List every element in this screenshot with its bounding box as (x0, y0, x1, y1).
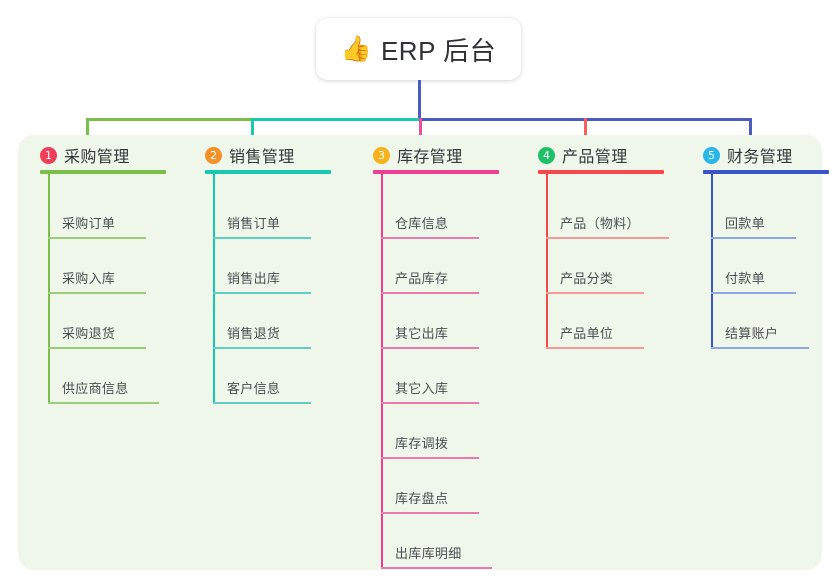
column-title-finance: 财务管理 (727, 149, 793, 166)
column-header-sales[interactable]: 2 销售管理 (205, 143, 295, 167)
page-title: ERP 后台 (380, 35, 497, 66)
menu-item-label: 结算账户 (725, 326, 779, 341)
column-header-finance[interactable]: 5 财务管理 (703, 143, 793, 167)
column-title-procurement: 采购管理 (64, 149, 130, 166)
menu-item-underline (381, 567, 492, 569)
column-stem-sales (213, 172, 215, 404)
menu-item-label: 销售订单 (227, 216, 281, 231)
menu-item[interactable]: 采购退货 (48, 303, 146, 349)
menu-item[interactable]: 仓库信息 (381, 193, 479, 239)
menu-item-label: 销售出库 (227, 271, 281, 286)
menu-item-underline (213, 402, 311, 404)
menu-item-underline (48, 292, 146, 294)
menu-item-underline (381, 457, 479, 459)
menu-item-underline (711, 237, 796, 239)
menu-item-underline (381, 402, 479, 404)
menu-item-label: 采购退货 (62, 326, 116, 341)
number-badge-1: 1 (40, 146, 57, 164)
menu-item-underline (213, 237, 311, 239)
menu-item-label: 仓库信息 (395, 216, 449, 231)
number-badge-4: 4 (538, 146, 555, 164)
column-header-procurement[interactable]: 1 采购管理 (40, 143, 130, 167)
menu-item[interactable]: 客户信息 (213, 358, 311, 404)
menu-item-label: 产品（物料） (560, 216, 640, 231)
column-title-sales: 销售管理 (229, 149, 295, 166)
modules-panel: 1 采购管理采购订单采购入库采购退货供应商信息 2 销售管理销售订单销售出库销售退货客… (18, 135, 829, 570)
menu-item-label: 库存盘点 (395, 491, 449, 506)
column-rule-product (538, 170, 664, 174)
menu-item-underline (381, 237, 479, 239)
menu-item-label: 回款单 (725, 216, 765, 231)
menu-item-underline (546, 347, 644, 349)
menu-item-underline (48, 347, 146, 349)
root-node-erp-backend[interactable]: 👍 ERP 后台 (316, 18, 521, 80)
column-header-product[interactable]: 4 产品管理 (538, 143, 628, 167)
menu-item-underline (48, 402, 159, 404)
menu-item[interactable]: 其它出库 (381, 303, 479, 349)
number-badge-3: 3 (373, 146, 390, 164)
menu-item-label: 采购订单 (62, 216, 116, 231)
trunk-line (418, 80, 421, 121)
menu-item-label: 客户信息 (227, 381, 281, 396)
menu-item[interactable]: 付款单 (711, 248, 796, 294)
menu-item[interactable]: 产品分类 (546, 248, 644, 294)
menu-item-label: 其它出库 (395, 326, 449, 341)
teal-segment (252, 118, 420, 121)
menu-item-underline (711, 292, 796, 294)
menu-item[interactable]: 回款单 (711, 193, 796, 239)
menu-item-underline (381, 347, 479, 349)
column-stem-product (546, 172, 548, 349)
menu-item[interactable]: 采购订单 (48, 193, 146, 239)
menu-item[interactable]: 库存盘点 (381, 468, 479, 514)
column-stem-procurement (48, 172, 50, 404)
column-stem-finance (711, 172, 713, 349)
menu-item[interactable]: 销售出库 (213, 248, 311, 294)
menu-item-underline (381, 292, 479, 294)
menu-item-label: 库存调拨 (395, 436, 449, 451)
menu-item-underline (546, 237, 669, 239)
menu-item-label: 采购入库 (62, 271, 116, 286)
menu-item-label: 付款单 (725, 271, 765, 286)
column-title-product: 产品管理 (562, 149, 628, 166)
column-header-inventory[interactable]: 3 库存管理 (373, 143, 463, 167)
menu-item-underline (48, 237, 146, 239)
menu-item-label: 产品单位 (560, 326, 614, 341)
menu-item[interactable]: 产品（物料） (546, 193, 669, 239)
number-badge-2: 2 (205, 146, 222, 164)
menu-item-label: 出库库明细 (395, 546, 462, 561)
column-rule-procurement (40, 170, 166, 174)
menu-item[interactable]: 出库库明细 (381, 523, 492, 569)
menu-item-underline (711, 347, 809, 349)
menu-item[interactable]: 销售退货 (213, 303, 311, 349)
menu-item-label: 销售退货 (227, 326, 281, 341)
menu-item[interactable]: 产品单位 (546, 303, 644, 349)
column-rule-finance (703, 170, 829, 174)
menu-item-label: 供应商信息 (62, 381, 129, 396)
menu-item-underline (213, 292, 311, 294)
menu-item[interactable]: 采购入库 (48, 248, 146, 294)
column-title-inventory: 库存管理 (397, 149, 463, 166)
menu-item[interactable]: 供应商信息 (48, 358, 159, 404)
menu-item-underline (213, 347, 311, 349)
menu-item[interactable]: 结算账户 (711, 303, 809, 349)
root-node-content: 👍 ERP 后台 (341, 31, 496, 68)
number-badge-5: 5 (703, 146, 720, 164)
menu-item[interactable]: 其它入库 (381, 358, 479, 404)
column-stem-inventory (381, 172, 383, 569)
menu-item[interactable]: 销售订单 (213, 193, 311, 239)
menu-item-underline (546, 292, 644, 294)
column-rule-sales (205, 170, 331, 174)
menu-item[interactable]: 产品库存 (381, 248, 479, 294)
green-segment (86, 118, 252, 121)
column-rule-inventory (373, 170, 499, 174)
menu-item-label: 产品分类 (560, 271, 614, 286)
menu-item-label: 其它入库 (395, 381, 449, 396)
menu-item-label: 产品库存 (395, 271, 449, 286)
menu-item[interactable]: 库存调拨 (381, 413, 479, 459)
thumbs-up-icon: 👍 (340, 34, 372, 63)
menu-item-underline (381, 512, 479, 514)
